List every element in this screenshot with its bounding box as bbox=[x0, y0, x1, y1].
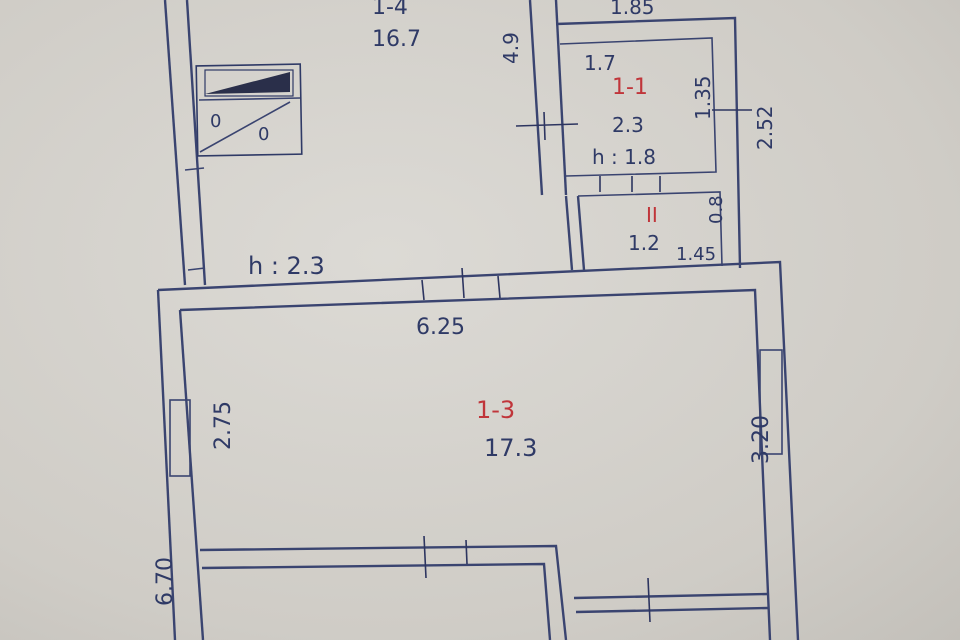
main-room-walls bbox=[156, 260, 800, 640]
closet-depth: 0.8 bbox=[706, 195, 727, 224]
closet-area: 1.2 bbox=[628, 231, 660, 255]
stove-fixture: 0 0 bbox=[195, 63, 303, 157]
closet-label: II bbox=[646, 203, 658, 227]
room-1-3-area: 17.3 bbox=[484, 434, 537, 462]
room-1-1-depth: 1.35 bbox=[691, 75, 715, 120]
room-1-3-label: 1-3 bbox=[476, 396, 515, 424]
room-1-4-area: 16.7 bbox=[372, 27, 421, 52]
dim-wall-left-small: 4.9 bbox=[499, 32, 523, 64]
fixture-symbol-right: 0 bbox=[258, 124, 269, 145]
dim-h-main: h : 2.3 bbox=[248, 252, 325, 280]
fixture-symbol-left: 0 bbox=[210, 111, 221, 132]
room-1-1-walls bbox=[555, 16, 752, 269]
dim-total-left: 6.70 bbox=[153, 557, 178, 606]
top-left-room-walls bbox=[163, 0, 207, 286]
room-1-1-area: 2.3 bbox=[612, 113, 644, 137]
partition-wall bbox=[515, 0, 579, 196]
dim-right-small: 2.52 bbox=[753, 105, 777, 150]
room-1-1-width: 1.7 bbox=[584, 51, 616, 75]
room-1-1-label: 1-1 bbox=[612, 75, 648, 100]
room-1-4-label: 1-4 bbox=[372, 0, 408, 20]
dim-main-width: 6.25 bbox=[416, 315, 465, 340]
dim-main-right: 3.20 bbox=[749, 415, 774, 464]
closet-width: 1.45 bbox=[676, 244, 716, 265]
closet-walls bbox=[564, 191, 723, 271]
bottom-partitions bbox=[199, 535, 769, 640]
room-1-1-height: h : 1.8 bbox=[592, 145, 656, 169]
dim-main-left: 2.75 bbox=[211, 401, 236, 450]
dim-top-width: 1.85 bbox=[610, 0, 655, 19]
